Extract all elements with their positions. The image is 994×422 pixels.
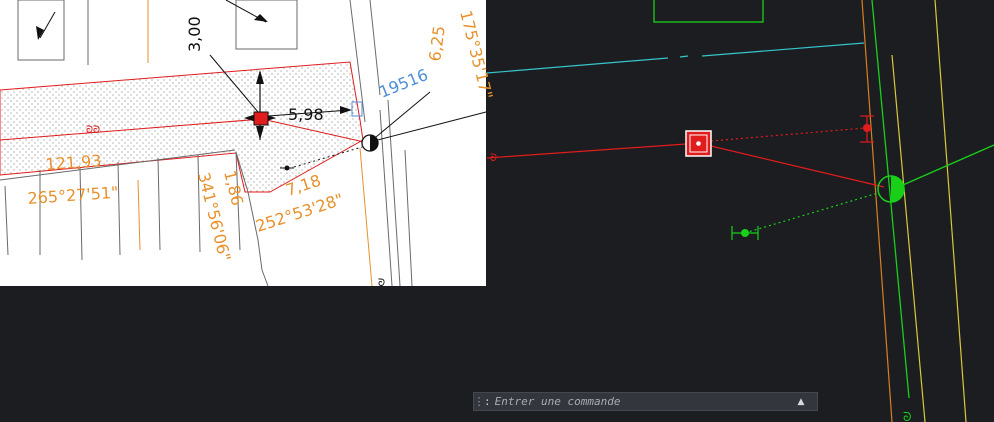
green-dotted-line bbox=[744, 192, 879, 234]
parcel-hatch-area bbox=[0, 61, 364, 193]
red-curl-symbol: ᘐᘐ bbox=[86, 125, 100, 136]
command-line-grip-handle[interactable]: ⋮ bbox=[473, 395, 485, 408]
building-square-top-middle bbox=[235, 0, 298, 50]
blue-label-box bbox=[351, 101, 363, 117]
selected-grip-center bbox=[696, 141, 701, 146]
pole-symbol-half bbox=[370, 135, 378, 151]
command-history-arrow-icon[interactable]: ▲ bbox=[797, 396, 805, 407]
command-line-bar: ⋮ : ▲ bbox=[473, 392, 818, 411]
red-marker-dot bbox=[863, 124, 871, 132]
road-line-orange bbox=[861, 0, 893, 422]
green-cable-symbol: ᘐ bbox=[903, 410, 911, 422]
black-curl-symbol: ᘐ bbox=[378, 278, 385, 289]
parcel-red-line bbox=[0, 118, 263, 141]
viewport-left[interactable]: ᘐᘐ ᘐ 3,00 175°35'17" 6,25 19516 5,98 121… bbox=[0, 0, 497, 289]
selected-grip-inner bbox=[689, 134, 708, 153]
red-cable-symbol: ᘐ bbox=[490, 153, 497, 164]
leader-lines bbox=[39, 0, 487, 143]
command-prompt-icon: : bbox=[484, 395, 491, 408]
small-marker-dot bbox=[284, 165, 290, 171]
road-line-yellow-1 bbox=[891, 54, 926, 422]
cyan-boundary-dash-2 bbox=[701, 42, 865, 57]
label-distance-598: 5,98 bbox=[288, 105, 324, 124]
cyan-boundary-dash-1 bbox=[679, 55, 689, 58]
orange-lot-line bbox=[137, 179, 141, 251]
parcel-red-line-2 bbox=[261, 118, 365, 143]
red-point-marker[interactable] bbox=[253, 111, 269, 126]
red-dotted-line bbox=[710, 127, 866, 142]
model-space-layer: ᘐ ᘐ bbox=[418, 0, 994, 422]
road-line-green-diagonal bbox=[895, 144, 994, 189]
road-line-green bbox=[871, 0, 910, 399]
small-dotted-line bbox=[293, 146, 363, 168]
label-length-12193: 121,93 bbox=[45, 151, 102, 174]
label-distance-top: 3,00 bbox=[185, 16, 204, 52]
red-cable-line bbox=[486, 143, 687, 159]
cyan-boundary-line bbox=[486, 57, 669, 74]
orange-road-line bbox=[359, 147, 373, 287]
command-input[interactable] bbox=[494, 393, 791, 410]
red-cable-line-2 bbox=[710, 145, 885, 188]
building-square-top-left bbox=[17, 0, 65, 61]
label-length-626: 6,25 bbox=[425, 25, 449, 63]
green-building-outline bbox=[653, 0, 764, 23]
green-pole-half-fill bbox=[891, 176, 904, 202]
lower-lot-lines bbox=[0, 0, 413, 287]
green-marker-dot bbox=[741, 229, 749, 237]
road-line-yellow-2 bbox=[934, 0, 967, 422]
